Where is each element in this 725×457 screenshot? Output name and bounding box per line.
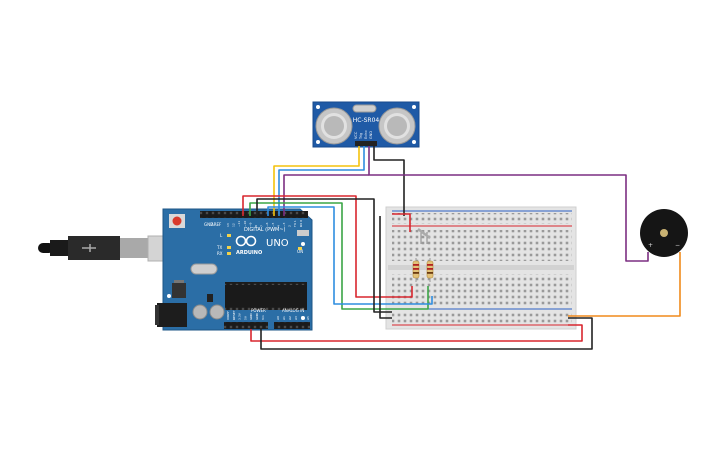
led-tx <box>227 246 231 249</box>
on-label: ON <box>297 249 303 254</box>
sensor-pin-header[interactable] <box>355 141 377 146</box>
digital-pin-label-4: ~9 <box>248 222 252 227</box>
analog-pin-label-5: A5 <box>306 316 310 320</box>
wire-black-gnd-digital[interactable] <box>256 198 392 313</box>
digital-pin-label-8: ~5 <box>271 222 275 227</box>
sensor-pin-echo: Echo <box>364 131 368 140</box>
arduino-logo-icon <box>235 235 257 247</box>
bottom-power-rail[interactable] <box>392 312 572 323</box>
top-terminal-strip[interactable] <box>392 230 572 261</box>
digital-pin-label-6: 7 <box>260 225 264 227</box>
voltage-regulator <box>172 283 186 298</box>
led-rx-label: RX <box>217 251 223 256</box>
power-pin-label-3: 5V <box>243 315 247 320</box>
aref-label: AREF <box>211 222 222 227</box>
buzzer-plus-label: + <box>648 242 653 249</box>
usb-symbol-icon <box>82 244 96 252</box>
digital-pin-label-13: RX 0 <box>299 220 303 227</box>
analog-pin-label-1: A1 <box>282 316 286 320</box>
wire-sensor-gnd[interactable] <box>373 146 405 216</box>
digital-pin-label-10: ~3 <box>282 222 286 227</box>
wire-trig[interactable] <box>273 146 360 216</box>
wire-echo[interactable] <box>278 146 365 216</box>
power-pin-label-4: GND <box>249 312 253 320</box>
power-pin-label-2: 3.3V <box>238 312 242 320</box>
analog-pin-label-2: A2 <box>288 316 292 320</box>
wires <box>242 146 681 350</box>
transmitter-icon <box>315 107 353 145</box>
buzzer-minus-label: − <box>675 242 680 249</box>
digital-pin-label-12: TX 1 <box>293 220 297 228</box>
crystal <box>190 263 218 275</box>
analog-pin-label-0: A0 <box>276 316 280 320</box>
gnd-label: GND <box>204 222 213 227</box>
capacitor-2 <box>209 304 225 320</box>
digital-pin-label-7: ~6 <box>265 222 269 227</box>
digital-pin-label-3: ~10 <box>243 221 247 227</box>
led[interactable] <box>417 228 431 244</box>
digital-pin-label-11: 2 <box>288 225 292 227</box>
on-led <box>298 247 302 250</box>
led-l-label: L <box>220 233 223 238</box>
board-brand: ARDUINO <box>236 250 262 256</box>
digital-pin-label-2: ~11 <box>237 221 241 227</box>
digital-pin-label-5: 8 <box>254 225 258 227</box>
sensor-crystal <box>352 104 377 113</box>
wire-green[interactable] <box>249 202 429 310</box>
digital-pin-label-0: 13 <box>226 223 230 227</box>
wire-blue-2[interactable] <box>267 206 433 305</box>
digital-pin-label-9: 4 <box>276 225 280 227</box>
power-jack[interactable] <box>157 303 187 327</box>
power-header-label: POWER <box>251 308 266 313</box>
sensor-pin-vcc: VCC <box>354 131 358 139</box>
wire-power-gnd[interactable] <box>260 317 593 350</box>
sensor-pin-trig: Trig <box>359 133 363 140</box>
power-pin-label-5: GND <box>255 312 259 320</box>
power-pin-label-6: Vin <box>261 315 265 320</box>
sensor-label: HC-SR04 <box>353 117 380 124</box>
capacitor-1 <box>192 304 208 320</box>
sensor-pin-gnd: GND <box>369 131 373 139</box>
atmega-chip <box>225 285 307 307</box>
wire-red-led[interactable] <box>392 213 411 232</box>
bottom-terminal-strip[interactable] <box>392 274 572 305</box>
usb-cable <box>38 235 173 262</box>
wire-buzzer-signal[interactable] <box>368 146 649 262</box>
power-pin-header[interactable] <box>224 322 268 329</box>
led-rx <box>227 252 231 255</box>
wire-black-rail[interactable] <box>379 216 392 319</box>
power-pin-label-1: RESET <box>232 310 236 320</box>
piezo-buzzer[interactable]: + − <box>640 209 688 257</box>
resistor-1[interactable] <box>412 258 420 282</box>
receiver-icon <box>378 107 416 145</box>
analog-pin-label-3: A3 <box>294 316 298 320</box>
power-pin-label-0: IOREF <box>226 311 230 320</box>
digital-pin-header[interactable] <box>200 211 308 218</box>
wire-red-digital[interactable] <box>242 195 413 298</box>
led-l <box>227 234 231 237</box>
board-model: UNO <box>266 238 289 249</box>
digital-header-label: DIGITAL (PWM~) <box>244 227 286 233</box>
center-channel <box>388 265 574 270</box>
top-power-rail[interactable] <box>392 213 572 224</box>
analog-pin-header[interactable] <box>274 322 310 329</box>
resistor-2[interactable] <box>426 258 434 282</box>
hc-sr04-sensor[interactable]: HC-SR04 VCC Trig Echo GND <box>312 101 420 148</box>
wire-power-5v[interactable] <box>250 324 583 342</box>
led-tx-label: TX <box>216 245 222 250</box>
digital-pin-label-1: 12 <box>232 223 236 227</box>
analog-header-label: ANALOG IN <box>282 308 304 313</box>
wire-buzzer-gnd[interactable] <box>568 252 681 317</box>
